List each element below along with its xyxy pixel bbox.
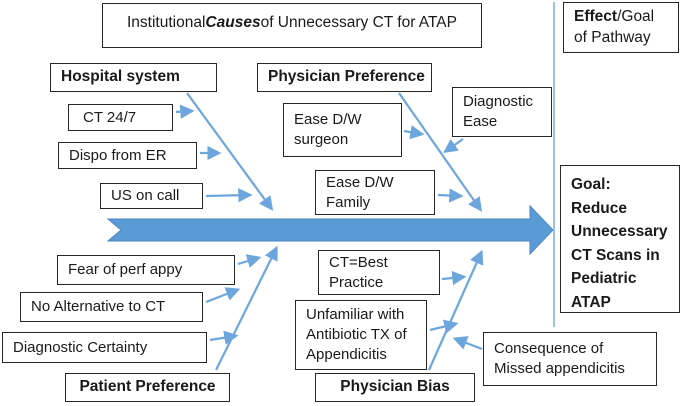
cause-line: Unfamiliar with	[306, 306, 405, 324]
cause-no-alternative-to-ct: No Alternative to CT	[20, 292, 203, 322]
cause-ct-24-7: CT 24/7	[68, 104, 173, 131]
goal-line: CT Scans in	[571, 246, 660, 264]
cause-line: surgeon	[294, 131, 349, 148]
effect-rest: /Goal	[617, 8, 655, 26]
fear-of-perf-appy-arrow	[237, 254, 262, 268]
cause-ease-dw-surgeon: Ease D/W surgeon	[283, 103, 402, 157]
patient-preference-spine	[215, 245, 278, 371]
hospital-system-spine	[186, 92, 274, 211]
cause-line: Missed appendicitis	[494, 360, 625, 377]
effect-emphasis: Effect	[574, 8, 618, 26]
cause-diagnostic-ease: Diagnostic Ease	[452, 87, 552, 137]
diagram-title-suffix: of Unnecessary CT for ATAP	[260, 14, 457, 31]
diagnostic-ease-arrow	[443, 138, 464, 154]
category-patient-preference: Patient Preference	[65, 373, 230, 402]
physician-preference-spine	[398, 92, 483, 212]
cause-consequence-missed-appendicitis: Consequence of Missed appendicitis	[483, 332, 657, 386]
diagram-title-box: Institutional Causes of Unnecessary CT f…	[102, 3, 482, 48]
category-physician-bias: Physician Bias	[315, 373, 475, 402]
effect-goal-label-box: Effect/Goal of Pathway	[563, 2, 679, 53]
cause-us-on-call: US on call	[100, 183, 203, 209]
main-spine-arrow	[106, 204, 554, 256]
effect-goal-line2: of Pathway	[574, 28, 651, 46]
goal-box: Goal: Reduce Unnecessary CT Scans in Ped…	[560, 165, 680, 313]
cause-line: Antibiotic TX of	[306, 326, 407, 344]
goal-line: Goal:	[571, 176, 611, 193]
cause-line: Consequence of	[494, 340, 604, 358]
diagram-title-prefix: Institutional	[127, 14, 206, 31]
cause-line: Ease D/W	[294, 111, 362, 129]
cause-line: Appendicitis	[306, 345, 387, 363]
cause-line: CT=Best	[329, 253, 388, 271]
goal-line: Unnecessary	[571, 223, 668, 241]
goal-line: Reduce	[571, 199, 627, 217]
ease-dw-family-arrow	[437, 188, 464, 203]
cause-ct-best-practice: CT=Best Practice	[318, 250, 440, 295]
consequence-missed-arrow	[452, 336, 483, 351]
us-on-call-arrow	[205, 188, 253, 203]
cause-line: Family	[326, 193, 371, 211]
category-hospital-system: Hospital system	[50, 63, 217, 92]
category-physician-preference: Physician Preference	[257, 63, 432, 92]
diagram-title-emphasis: Causes	[205, 14, 261, 31]
ct-best-practice-arrow	[441, 270, 467, 286]
physician-bias-spine	[427, 249, 484, 371]
unfamiliar-antibiotic-arrow	[429, 319, 459, 334]
goal-line: ATAP	[571, 293, 611, 311]
cause-line: Practice	[329, 273, 384, 291]
cause-diagnostic-certainty: Diagnostic Certainty	[2, 332, 207, 363]
cause-unfamiliar-antibiotic-tx: Unfamiliar with Antibiotic TX of Appendi…	[295, 300, 427, 370]
ease-dw-surgeon-arrow	[403, 125, 425, 140]
cause-line: Ease D/W	[326, 173, 394, 191]
cause-dispo-from-er: Dispo from ER	[58, 142, 197, 169]
ct-24-7-arrow	[175, 104, 195, 119]
cause-line: Ease	[463, 113, 498, 130]
diagnostic-certainty-arrow	[209, 330, 239, 345]
effect-goal-line1: Effect/Goal	[574, 7, 668, 27]
no-alternative-arrow	[205, 287, 241, 304]
cause-ease-dw-family: Ease D/W Family	[315, 170, 435, 215]
cause-fear-of-perf-appy: Fear of perf appy	[57, 255, 235, 285]
goal-line: Pediatric	[571, 270, 637, 288]
cause-line: Diagnostic	[463, 93, 534, 111]
